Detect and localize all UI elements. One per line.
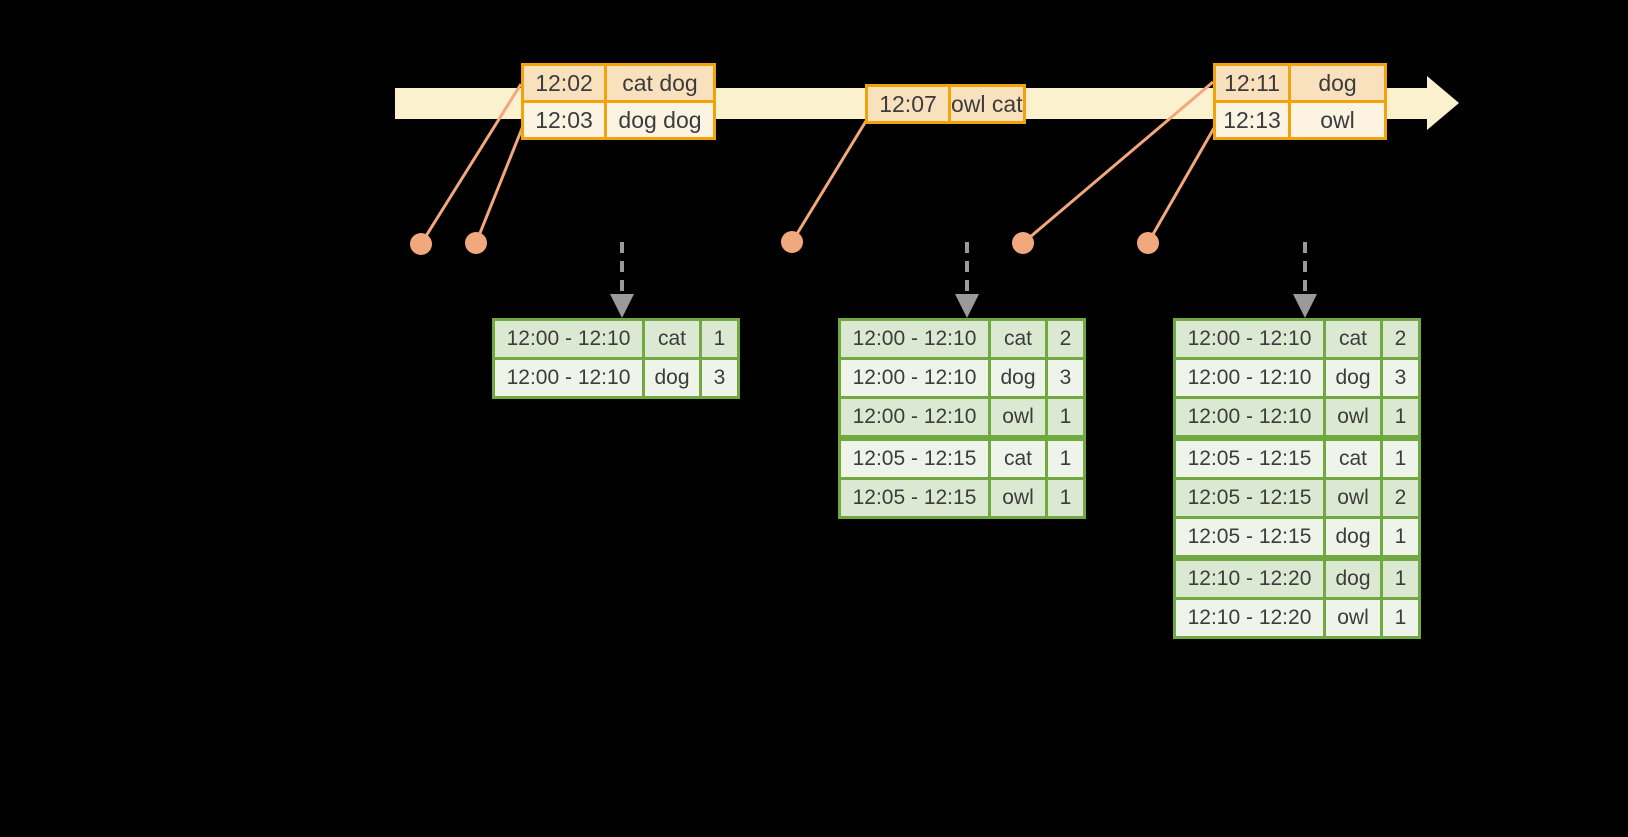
count-cell: 1	[1380, 396, 1421, 440]
word-cell: cat	[1323, 318, 1383, 360]
window-cell: 12:05 - 12:15	[1173, 435, 1326, 480]
event-dot	[1012, 232, 1034, 254]
word-cell: dog	[1323, 357, 1383, 399]
word-cell: dog	[1323, 555, 1383, 600]
word-cell: dog	[642, 357, 702, 399]
connector-line	[474, 125, 525, 244]
word-cell: owl	[988, 477, 1048, 519]
word-cell: cat	[1323, 435, 1383, 480]
connector-line	[1146, 127, 1216, 244]
count-cell: 3	[1045, 357, 1086, 399]
count-cell: 1	[1380, 597, 1421, 639]
event-dot	[410, 233, 432, 255]
count-cell: 1	[1380, 555, 1421, 600]
word-cell: owl	[1323, 396, 1383, 440]
count-cell: 1	[1380, 516, 1421, 560]
window-cell: 12:05 - 12:15	[838, 435, 991, 480]
event-time-cell: 12:07	[865, 84, 951, 124]
count-cell: 3	[1380, 357, 1421, 399]
event-time-cell: 12:02	[521, 63, 607, 103]
word-cell: owl	[1323, 477, 1383, 519]
event-time-cell: 12:03	[521, 100, 607, 140]
count-cell: 3	[699, 357, 740, 399]
window-cell: 12:10 - 12:20	[1173, 555, 1326, 600]
window-cell: 12:00 - 12:10	[838, 396, 991, 440]
event-dot	[1137, 232, 1159, 254]
word-cell: dog	[1323, 516, 1383, 560]
count-cell: 1	[1380, 435, 1421, 480]
trigger-arrowhead-icon	[610, 294, 634, 318]
window-cell: 12:00 - 12:10	[1173, 357, 1326, 399]
event-time-cell: 12:13	[1213, 100, 1291, 140]
window-cell: 12:00 - 12:10	[492, 357, 645, 399]
connector-line	[790, 120, 868, 243]
window-cell: 12:05 - 12:15	[1173, 477, 1326, 519]
word-cell: dog	[988, 357, 1048, 399]
trigger-arrowhead-icon	[1293, 294, 1317, 318]
event-words-cell: owl	[1288, 100, 1387, 140]
count-cell: 2	[1045, 318, 1086, 360]
count-cell: 1	[699, 318, 740, 360]
window-cell: 12:00 - 12:10	[838, 357, 991, 399]
word-cell: cat	[988, 435, 1048, 480]
window-cell: 12:00 - 12:10	[492, 318, 645, 360]
word-cell: owl	[1323, 597, 1383, 639]
event-words-cell: dog dog	[604, 100, 716, 140]
trigger-arrowhead-icon	[955, 294, 979, 318]
timeline-arrowhead-icon	[1427, 76, 1459, 130]
event-words-cell: dog	[1288, 63, 1387, 103]
count-cell: 1	[1045, 435, 1086, 480]
window-cell: 12:00 - 12:10	[1173, 396, 1326, 440]
event-dot	[781, 231, 803, 253]
word-cell: cat	[988, 318, 1048, 360]
event-words-cell: cat dog	[604, 63, 716, 103]
window-cell: 12:05 - 12:15	[1173, 516, 1326, 560]
window-cell: 12:00 - 12:10	[1173, 318, 1326, 360]
word-cell: cat	[642, 318, 702, 360]
count-cell: 1	[1045, 396, 1086, 440]
event-dot	[465, 232, 487, 254]
window-cell: 12:05 - 12:15	[838, 477, 991, 519]
count-cell: 2	[1380, 477, 1421, 519]
count-cell: 1	[1045, 477, 1086, 519]
word-cell: owl	[988, 396, 1048, 440]
connector-line	[419, 83, 523, 245]
event-words-cell: owl cat	[948, 84, 1026, 124]
connector-line	[1022, 80, 1214, 245]
window-cell: 12:10 - 12:20	[1173, 597, 1326, 639]
event-time-cell: 12:11	[1213, 63, 1291, 103]
window-cell: 12:00 - 12:10	[838, 318, 991, 360]
count-cell: 2	[1380, 318, 1421, 360]
